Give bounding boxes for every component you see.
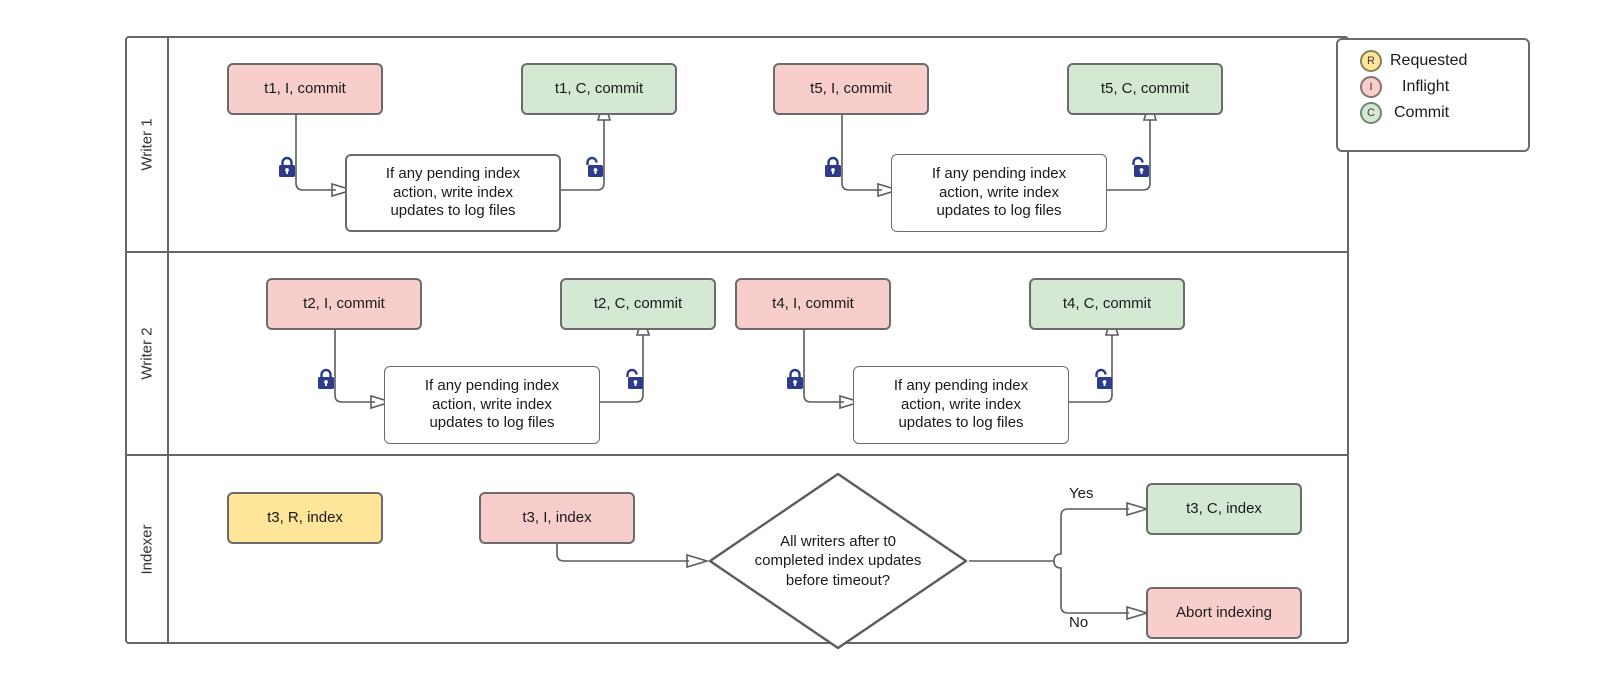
edge-label-yes: Yes (1069, 485, 1094, 502)
swimlane-label-indexer: Indexer (138, 523, 156, 575)
node-w2-process-2[interactable]: If any pending index action, write index… (853, 366, 1069, 444)
node-w1-t1-inflight[interactable]: t1, I, commit (227, 63, 383, 115)
node-w1-t5-commit[interactable]: t5, C, commit (1067, 63, 1223, 115)
node-label: t4, C, commit (1062, 294, 1152, 312)
lock-closed-icon (316, 368, 336, 390)
legend-label-requested: Requested (1390, 52, 1468, 69)
legend-item-inflight: I Inflight (1360, 74, 1528, 100)
swimlane-header-writer1: Writer 1 (127, 38, 169, 251)
node-indexer-t3-requested[interactable]: t3, R, index (227, 492, 383, 544)
legend-panel: R Requested I Inflight C Commit (1336, 38, 1530, 152)
node-w1-t5-inflight[interactable]: t5, I, commit (773, 63, 929, 115)
swimlane-writer1: Writer 1 t1, I, (127, 38, 1347, 253)
node-w2-t2-inflight[interactable]: t2, I, commit (266, 278, 422, 330)
node-w1-process-1[interactable]: If any pending index action, write index… (345, 154, 561, 232)
process-line-2: action, write index (900, 395, 1022, 413)
process-line-1: If any pending index (931, 164, 1067, 182)
node-w2-t2-commit[interactable]: t2, C, commit (560, 278, 716, 330)
legend-badge-requested-icon: R (1360, 50, 1382, 72)
swimlane-container: Writer 1 t1, I, (125, 36, 1349, 650)
legend-badge-inflight-icon: I (1360, 76, 1382, 98)
legend-item-requested: R Requested (1360, 48, 1528, 74)
process-line-3: updates to log files (390, 202, 516, 220)
process-line-2: action, write index (938, 183, 1060, 201)
lock-closed-icon (277, 156, 297, 178)
node-indexer-abort[interactable]: Abort indexing (1146, 587, 1302, 639)
legend-item-commit: C Commit (1360, 100, 1528, 126)
legend-label-inflight: Inflight (1402, 78, 1450, 95)
node-label: t5, C, commit (1100, 79, 1190, 97)
node-w2-t4-commit[interactable]: t4, C, commit (1029, 278, 1185, 330)
lock-closed-icon (785, 368, 805, 390)
legend-badge-letter: C (1367, 107, 1375, 119)
process-line-3: updates to log files (898, 414, 1024, 432)
swimlane-body-writer1: t1, I, commit If any pending index actio… (169, 38, 1347, 251)
legend-label-commit: Commit (1394, 104, 1450, 121)
node-w1-process-2[interactable]: If any pending index action, write index… (891, 154, 1107, 232)
process-line-3: updates to log files (936, 202, 1062, 220)
swimlane-indexer: Indexer t3, R, index (127, 456, 1347, 650)
node-label: t1, I, commit (264, 79, 346, 97)
swimlane-body-indexer: t3, R, index t3, I, index All writers af… (169, 456, 1347, 650)
node-indexer-decision[interactable]: All writers after t0 completed index upd… (707, 471, 969, 651)
legend-badge-commit-icon: C (1360, 102, 1382, 124)
swimlane-header-indexer: Indexer (127, 456, 169, 642)
process-line-1: If any pending index (424, 376, 560, 394)
lock-closed-icon (823, 156, 843, 178)
node-w1-t1-commit[interactable]: t1, C, commit (521, 63, 677, 115)
swimlane-label-writer1: Writer 1 (138, 118, 156, 171)
process-line-1: If any pending index (385, 164, 521, 182)
lock-open-icon (1130, 156, 1150, 178)
node-indexer-t3-inflight[interactable]: t3, I, index (479, 492, 635, 544)
process-line-3: updates to log files (429, 414, 555, 432)
process-line-2: action, write index (431, 395, 553, 413)
node-label: t3, I, index (522, 508, 592, 526)
swimlane-header-writer2: Writer 2 (127, 253, 169, 454)
node-label: t1, C, commit (554, 79, 644, 97)
node-w2-process-1[interactable]: If any pending index action, write index… (384, 366, 600, 444)
node-label: t5, I, commit (810, 79, 892, 97)
lock-open-icon (584, 156, 604, 178)
node-w2-t4-inflight[interactable]: t4, I, commit (735, 278, 891, 330)
process-line-1: If any pending index (893, 376, 1029, 394)
node-label: Abort indexing (1176, 603, 1272, 621)
legend-badge-letter: R (1367, 55, 1375, 67)
node-label: t3, C, index (1186, 499, 1262, 517)
node-label: t4, I, commit (772, 294, 854, 312)
process-line-2: action, write index (392, 183, 514, 201)
node-indexer-t3-commit[interactable]: t3, C, index (1146, 483, 1302, 535)
edge-label-no: No (1069, 614, 1089, 631)
lock-open-icon (624, 368, 644, 390)
lock-open-icon (1093, 368, 1113, 390)
swimlane-body-writer2: t2, I, commit If any pending index actio… (169, 253, 1347, 454)
swimlane-label-writer2: Writer 2 (138, 327, 156, 380)
node-label: t3, R, index (267, 508, 343, 526)
legend-badge-letter: I (1369, 81, 1373, 93)
node-label: t2, I, commit (303, 294, 385, 312)
swimlane-writer2: Writer 2 t2, I, commit If any (127, 253, 1347, 456)
node-label: t2, C, commit (593, 294, 683, 312)
